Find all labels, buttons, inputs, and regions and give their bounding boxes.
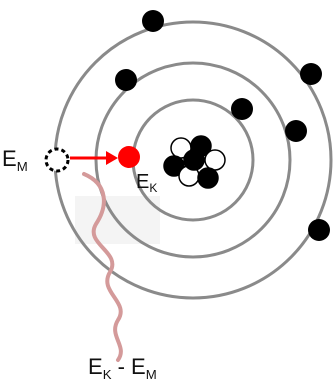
electron — [142, 10, 164, 32]
label-energy-m-main: E — [2, 146, 17, 171]
nucleon — [163, 155, 185, 177]
label-diff-a-subscript: K — [102, 366, 112, 382]
orbit-l-shell — [94, 61, 292, 259]
label-diff-b-subscript: M — [145, 366, 157, 382]
electron — [285, 120, 307, 142]
electron-vacancy — [44, 147, 70, 173]
electron — [308, 219, 330, 241]
transition-arrow-head — [106, 151, 118, 165]
electron — [115, 69, 137, 91]
nucleon — [197, 167, 219, 189]
nucleus — [163, 135, 226, 189]
nucleon — [183, 149, 205, 171]
label-energy-m-subscript: M — [16, 158, 28, 174]
label-energy-k-subscript: K — [149, 181, 158, 196]
label-diff-separator: - — [111, 354, 132, 379]
label-energy-k: EK — [136, 171, 158, 196]
electron — [231, 98, 253, 120]
label-diff-a-main: E — [88, 354, 103, 379]
label-diff-b-main: E — [131, 354, 146, 379]
label-energy-difference: EK - EM — [88, 354, 157, 381]
label-energy-k-main: E — [136, 171, 150, 193]
label-energy-m: EM — [2, 146, 28, 173]
photon-wave — [82, 172, 123, 362]
nucleon — [204, 149, 226, 171]
electron — [300, 63, 322, 85]
electron-red-k-shell — [118, 146, 140, 168]
